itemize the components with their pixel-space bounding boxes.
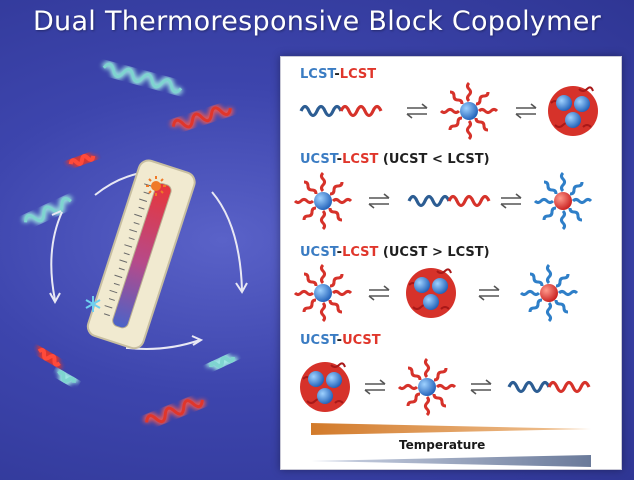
block-separator: -	[336, 333, 343, 348]
row-ucst-lcst-gt	[293, 263, 579, 323]
equilibrium-arrow	[368, 285, 390, 301]
block-second: UCST	[342, 333, 381, 348]
section-label-lcst-lcst: LCST-LCST	[300, 67, 376, 82]
block-separator: -	[334, 67, 340, 82]
temperature-label: Temperature	[399, 438, 486, 452]
micelle-blue-core	[293, 263, 353, 323]
linear-chain	[507, 380, 591, 394]
block-separator: -	[336, 152, 343, 167]
block-first: UCST	[300, 245, 337, 260]
row-ucst-ucst	[299, 357, 591, 417]
micelle-red-core	[533, 171, 593, 231]
block-first: LCST	[300, 67, 335, 82]
block-first: UCST	[300, 152, 337, 167]
block-separator: -	[336, 245, 343, 260]
section-label-ucst-lcst-lt: UCST-LCST (UCST < LCST)	[300, 152, 490, 167]
micelle-red-core	[519, 263, 579, 323]
block-second: LCST	[342, 245, 379, 260]
snowflake-icon	[85, 296, 101, 312]
equilibrium-arrow	[515, 103, 537, 119]
equilibrium-arrow	[478, 285, 500, 301]
micelle-blue-core	[293, 171, 353, 231]
temperature-wedge-lower	[311, 455, 591, 467]
equilibrium-arrow	[500, 193, 522, 209]
coil-chain-bottom-left	[36, 344, 79, 387]
coil-chain-top	[101, 60, 234, 131]
equilibrium-arrow	[406, 103, 428, 119]
equilibrium-arrow	[368, 193, 390, 209]
section-label-ucst-ucst: UCST-UCST	[300, 333, 381, 348]
panel-diagrams	[293, 81, 599, 467]
equilibrium-arrow	[470, 379, 492, 395]
block-second: LCST	[342, 152, 379, 167]
micelle-blue-core	[439, 81, 499, 141]
aggregate	[547, 85, 599, 137]
aggregate	[405, 267, 457, 319]
coil-chain-left	[22, 151, 98, 225]
micelle-blue-core	[397, 357, 457, 417]
block-second: LCST	[339, 67, 377, 82]
thermometer-icon	[86, 159, 196, 350]
condition-label: (UCST < LCST)	[382, 152, 490, 167]
left-illustration	[22, 60, 248, 426]
coil-chain-bottom-right	[143, 352, 238, 426]
equilibrium-arrow	[364, 379, 386, 395]
sun-icon	[146, 176, 166, 196]
row-ucst-lcst-lt	[293, 171, 593, 231]
section-label-ucst-lcst-gt: UCST-LCST (UCST > LCST)	[300, 245, 490, 260]
temperature-wedge-upper	[311, 423, 591, 435]
page-title: Dual Thermoresponsive Block Copolymer	[32, 6, 602, 37]
condition-label: (UCST > LCST)	[382, 245, 490, 260]
copolymer-types-panel: LCST-LCST UCST-LCST (UCST < LCST) UCST-L…	[280, 56, 622, 470]
linear-chain	[407, 194, 491, 208]
linear-chain	[299, 104, 383, 118]
row-lcst-lcst	[299, 81, 599, 141]
block-first: UCST	[300, 333, 337, 348]
aggregate	[299, 361, 351, 413]
